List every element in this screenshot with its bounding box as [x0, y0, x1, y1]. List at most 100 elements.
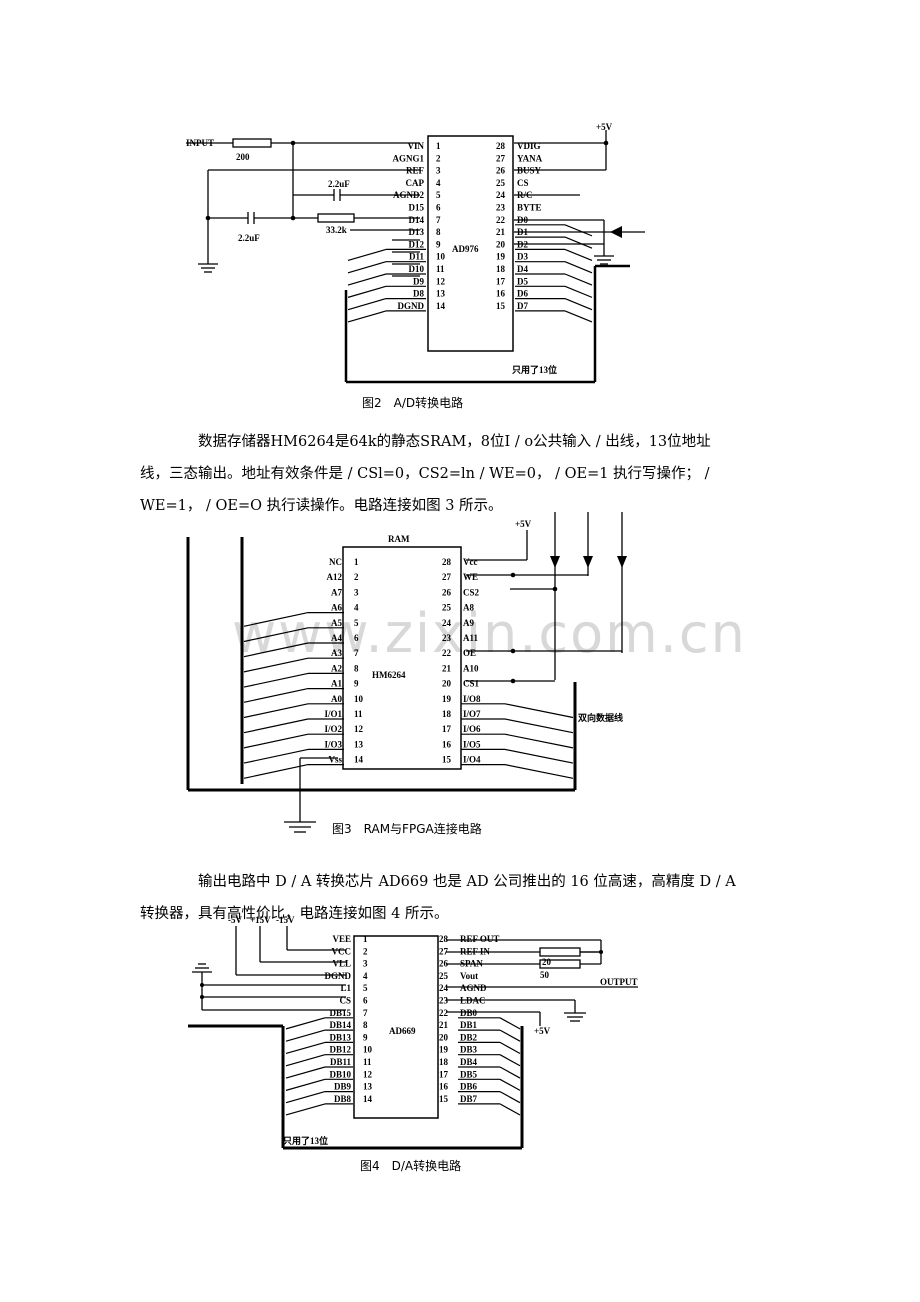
pin-signal: WE: [463, 572, 478, 582]
ram-title: RAM: [388, 534, 410, 544]
pin-signal: DB15: [329, 1008, 351, 1018]
pin-number: 17: [442, 724, 452, 734]
pin-signal: LDAC: [460, 996, 486, 1006]
pin-number: 8: [363, 1020, 368, 1030]
pin-signal: Vout: [460, 971, 478, 981]
pin-signal: DB2: [460, 1032, 478, 1042]
vplus-label: +5V: [534, 1026, 551, 1036]
pin-number: 26: [442, 587, 452, 597]
pin-number: 16: [442, 739, 452, 749]
pin-number: 10: [363, 1045, 373, 1055]
wire: [285, 1078, 326, 1091]
pin-number: 22: [442, 648, 452, 658]
pin-signal: A8: [463, 603, 474, 613]
pin-signal: CS: [339, 996, 351, 1006]
pin-signal: A4: [331, 633, 342, 643]
pin-number: 9: [436, 239, 441, 249]
pin-number: 14: [436, 301, 446, 311]
pin-signal: REF IN: [460, 946, 490, 956]
pin-signal: VEE: [332, 934, 351, 944]
pin-signal: AGNG1: [393, 153, 425, 163]
pin-number: 25: [496, 178, 506, 188]
pin-number: 20: [439, 1032, 449, 1042]
pin-signal: D3: [517, 252, 528, 262]
pin-signal: DB11: [330, 1057, 352, 1067]
pin-number: 20: [496, 239, 506, 249]
pin-signal: AGND: [460, 983, 487, 993]
chip-name-ad669: AD669: [389, 1026, 416, 1036]
pin-signal: VCC: [332, 946, 352, 956]
pin-signal: D2: [517, 239, 528, 249]
pin-signal: D0: [517, 215, 528, 225]
wire: [347, 273, 387, 286]
bus-note: 只用了13位: [283, 1135, 328, 1146]
pin-number: 28: [439, 934, 449, 944]
bus-note: 双向数据线: [578, 712, 623, 723]
pin-signal: I/O3: [324, 739, 342, 749]
wire: [285, 1017, 326, 1030]
wire: [243, 733, 309, 749]
pin-number: 7: [363, 1008, 368, 1018]
wire: [504, 748, 574, 764]
pin-signal: A0: [331, 694, 342, 704]
bus-note: 只用了13位: [512, 364, 557, 375]
wire: [564, 236, 593, 249]
pin-signal: VDIG: [517, 141, 541, 151]
wire: [499, 1091, 521, 1104]
pin-number: 1: [354, 557, 359, 567]
pin-signal: D4: [517, 264, 528, 274]
vplus-label: +5V: [596, 122, 613, 132]
pin-signal: I/O1: [324, 709, 342, 719]
vplus-label: +5V: [515, 519, 532, 529]
supply-minus5v: -5V: [228, 915, 242, 925]
pin-number: 13: [436, 289, 446, 299]
wire: [564, 298, 593, 311]
resistor-20-label: 20: [542, 957, 552, 967]
pin-number: 18: [442, 709, 452, 719]
pin-number: 8: [436, 227, 441, 237]
pin-signal: REF: [406, 166, 425, 176]
pin-signal: D7: [517, 301, 528, 311]
pin-number: 3: [363, 959, 368, 969]
paragraph-ad669: 输出电路中 D / A 转换芯片 AD669 也是 AD 公司推出的 16 位高…: [140, 866, 780, 930]
wire: [243, 688, 309, 703]
pin-number: 15: [442, 755, 452, 765]
wire: [243, 672, 309, 688]
chip-name-hm6264: HM6264: [372, 670, 406, 680]
pin-number: 15: [496, 301, 506, 311]
pin-signal: VIN: [407, 141, 424, 151]
pin-number: 12: [363, 1069, 373, 1079]
pin-signal: A9: [463, 618, 474, 628]
wire: [347, 285, 387, 298]
wire: [499, 1029, 521, 1042]
pin-signal: VLL: [332, 959, 351, 969]
pin-number: 19: [439, 1045, 449, 1055]
pin-number: 11: [354, 709, 363, 719]
pin-number: 6: [354, 633, 359, 643]
resistor-200-label: 200: [236, 152, 250, 162]
pin-signal: R/C: [517, 190, 533, 200]
pin-signal: DB10: [329, 1069, 351, 1079]
pin-signal: D14: [409, 215, 425, 225]
pin-number: 18: [439, 1057, 449, 1067]
pin-number: 9: [363, 1032, 368, 1042]
pin-number: 17: [496, 276, 506, 286]
figure-da-converter-circuit: 1VEE2VCC3VLL4DGND5L16CS7DB158DB149DB1310…: [188, 915, 638, 1150]
pin-signal: REF OUT: [460, 934, 499, 944]
pin-number: 19: [496, 252, 506, 262]
pin-number: 10: [436, 252, 446, 262]
pin-number: 25: [439, 971, 449, 981]
pin-number: 21: [442, 663, 452, 673]
wire: [499, 1103, 521, 1116]
pin-number: 24: [496, 190, 506, 200]
pin-signal: D5: [517, 276, 528, 286]
resistor-50-label: 50: [540, 970, 550, 980]
wire: [285, 1103, 326, 1116]
pin-signal: DB13: [329, 1032, 351, 1042]
wire: [499, 1017, 521, 1030]
pin-signal: A7: [331, 587, 342, 597]
pin-signal: DGND: [325, 971, 352, 981]
paragraph-line: 输出电路中 D / A 转换芯片 AD669 也是 AD 公司推出的 16 位高…: [198, 874, 736, 890]
wire: [347, 298, 387, 311]
pin-signal: A2: [331, 663, 342, 673]
